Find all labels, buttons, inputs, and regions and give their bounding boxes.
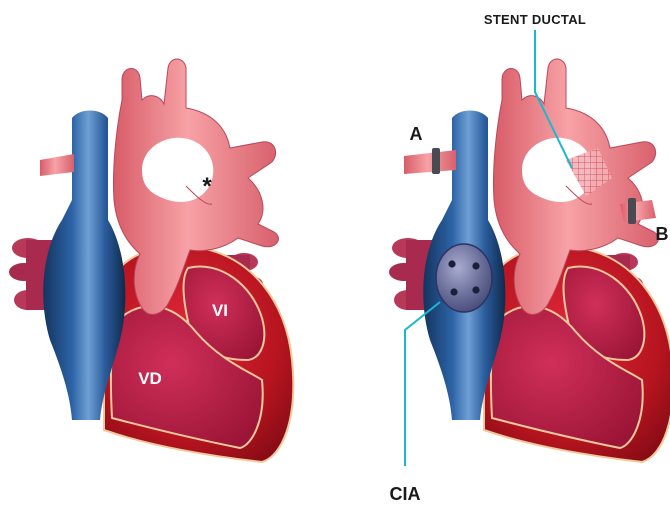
heart-after xyxy=(389,59,670,462)
label-stent-ductal: STENT DUCTAL xyxy=(484,12,586,27)
label-cia: CIA xyxy=(390,484,421,504)
branch-left-a xyxy=(40,154,74,176)
cia-device xyxy=(436,244,492,312)
label-vi: VI xyxy=(212,301,228,320)
label-asterisk: * xyxy=(202,173,212,200)
label-b: B xyxy=(656,224,669,244)
label-a: A xyxy=(410,124,423,144)
band-b xyxy=(628,198,636,224)
label-vd: VD xyxy=(138,369,162,388)
band-a xyxy=(432,148,440,174)
branch-a xyxy=(404,150,456,174)
heart-before xyxy=(9,59,293,462)
